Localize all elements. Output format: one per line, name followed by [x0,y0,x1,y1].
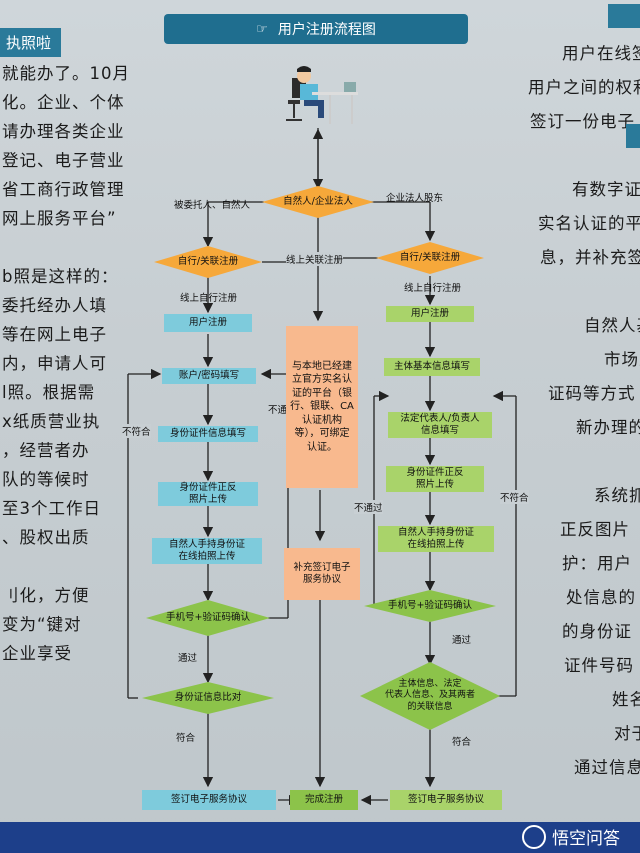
right-text-line: 证件号码 [564,656,634,675]
left-text-line: l照。根据需 [2,383,96,402]
left-text-line: 等在网上电子 [2,325,107,344]
right-step-5: 自然人手持身份证 在线拍照上传 [378,526,494,552]
right-step-2: 主体基本信息填写 [384,358,480,376]
right-text-line: 实名认证的平 [538,214,640,233]
right-step-3: 法定代表人/负责人 信息填写 [388,412,492,438]
left-text-line: x纸质营业执 [2,412,101,431]
left-text-line: 至3个工作日 [2,499,101,518]
right-text-line: 证码等方式 [548,384,636,403]
right-step-1: 用户注册 [386,306,474,322]
wukong-logo-icon [522,824,546,849]
left-section-tab: 执照啦 [0,28,62,57]
right-text-line: 有数字证 [572,180,640,199]
middle-platform-box: 与本地已经建立官方实名认证的平台（银行、银联、CA认证机构等），可绑定认证。 [286,326,358,488]
left-text-line: 就能办了。10月 [2,64,130,83]
left-sign-box: 签订电子服务协议 [142,790,276,810]
left-not-match-label: 不符合 [122,424,151,438]
left-text-line: 委托经办人填 [2,296,107,315]
right-diamond [376,242,484,274]
left-text-line: b照是这样的： [2,267,119,286]
left-text-line: 请办理各类企业 [2,122,125,141]
right-text-line: 用户在线签 [562,44,640,63]
left-text-line: 企业享受 [2,644,72,663]
left-text-line: 、股权出质 [2,528,90,547]
left-step-5: 自然人手持身份证 在线拍照上传 [152,538,262,564]
right-sign-box: 签订电子服务协议 [390,790,502,810]
right-corner-tab [608,4,640,28]
right-text-line: 息，并补充签 [540,248,640,267]
left-text-line: 变为“键对 [2,615,82,634]
right-text-line: 自然人基 [584,316,640,335]
flowchart-title: 用户注册流程图 [277,22,376,38]
right-pass-label: 通过 [452,635,472,646]
right-sms-diamond [364,590,496,622]
right-branch-label: 企业法人股东 [386,193,444,204]
finish-box: 完成注册 [290,790,358,810]
watermark-text: 悟空问答 [552,829,620,849]
left-step-1: 用户注册 [164,314,252,332]
right-text-line: 对于 [614,724,640,743]
left-text-line: 内，申请人可 [2,354,107,373]
right-text-line: 新办理的企 [576,418,640,437]
right-text-line: 市场主 [604,350,640,369]
right-text-line: 签订一份电子 [530,112,635,131]
left-text-line: 省工商行政管理 [2,180,125,199]
left-branch-label: 被委托人、自然人 [174,200,251,211]
left-text-line: 刂化，方便 [2,586,90,605]
watermark: 悟空问答 [522,824,620,849]
right-not-pass-label: 不通过 [354,500,383,514]
left-text-line: 登记、电子营业 [2,151,125,170]
right-compare-label: 主体信息、法定 代表人信息、及其两者 的关联信息 [384,679,475,712]
right-not-match-label: 不符合 [500,490,529,504]
right-mid-tab [626,124,640,148]
left-text-line: 队的等候时 [2,470,90,489]
right-self-label: 线上自行注册 [404,283,462,294]
start-label: 自然人/企业法人 [283,196,353,208]
right-text-line: 护：用户 [562,554,632,573]
left-text-line: 化。企业、个体 [2,93,125,112]
right-diamond-label: 自行/关联注册 [399,252,461,264]
right-text-line: 姓名 [612,690,640,709]
left-sms-label: 手机号+验证码确认 [166,612,250,624]
right-text-line: 正反图片 [560,520,630,539]
left-text-line: 网上服务平台” [2,209,117,228]
right-sms-label: 手机号+验证码确认 [388,600,472,612]
left-diamond-label: 自行/关联注册 [177,256,239,268]
right-step-4: 身份证件正反 照片上传 [386,466,484,492]
left-text-line: ，经营者办 [2,441,90,460]
left-diamond [154,246,262,278]
left-sms-diamond [146,600,270,636]
left-compare-label: 身份证信息比对 [174,692,242,704]
online-assoc-label: 线上关联注册 [286,252,344,266]
flowchart-title-bar: ☞ 用户注册流程图 [164,14,468,44]
right-text-line: 系统抓 [594,486,640,505]
left-match-label: 符合 [176,733,196,744]
left-step-4: 身份证件正反 照片上传 [158,482,258,506]
left-step-3: 身份证件信息填写 [158,426,258,442]
right-match-label: 符合 [452,737,472,748]
hand-pointer-icon: ☞ [256,21,268,37]
right-text-line: 通过信息 [574,758,640,777]
right-text-line: 的身份证 [562,622,632,641]
right-text-line: 处信息的 [566,588,636,607]
middle-supplement-box: 补充签订电子 服务协议 [284,548,360,600]
person-at-desk-icon [286,66,358,124]
left-step-2: 账户/密码填写 [162,368,256,384]
left-self-label: 线上自行注册 [180,293,238,304]
right-compare-diamond [360,662,500,730]
left-pass-label: 通过 [178,653,198,664]
right-text-line: 用户之间的权利 [528,78,640,97]
start-diamond [262,186,374,218]
left-not-pass-label: 不通过 [268,405,297,416]
left-compare-diamond [142,682,274,714]
